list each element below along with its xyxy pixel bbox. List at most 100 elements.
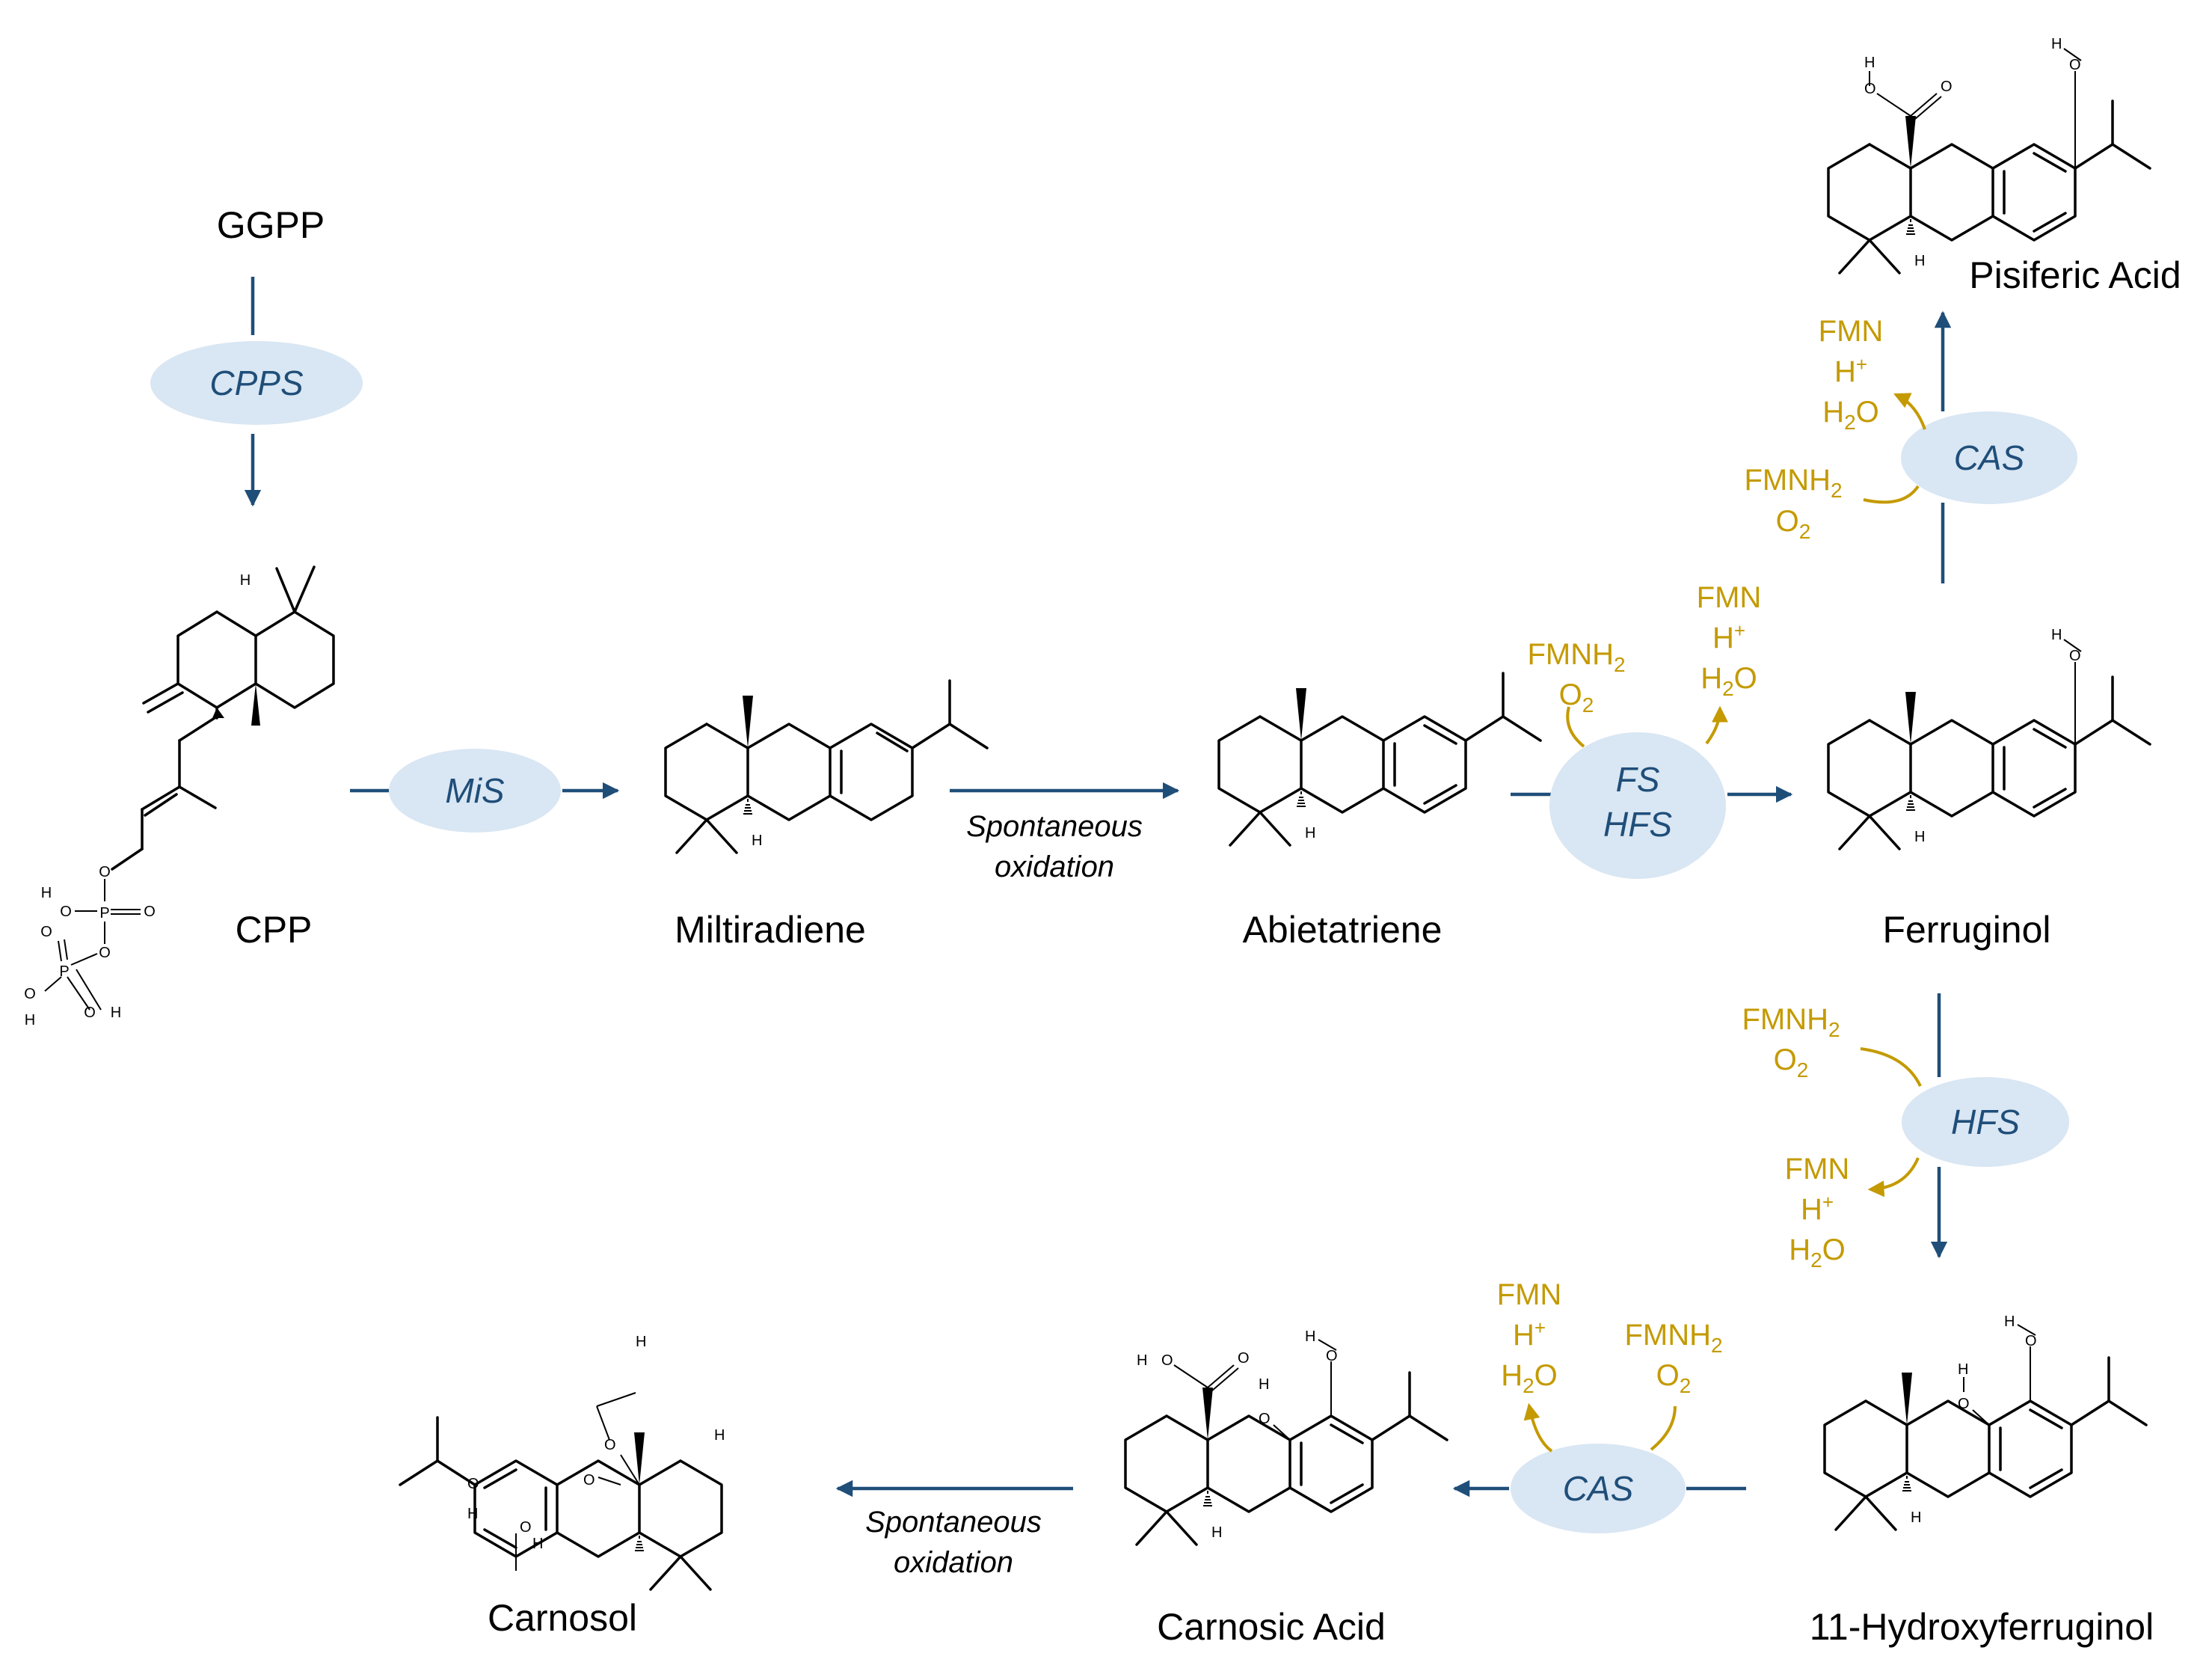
carnosic-atom-o4: O	[1259, 1411, 1271, 1427]
step-spontaneous-oxidation-1-line1: Spontaneous	[966, 810, 1143, 843]
svg-text:H2O: H2O	[1701, 662, 1757, 700]
ferruginol-atom-o: O	[2069, 648, 2081, 664]
miltiradiene-label: Miltiradiene	[675, 909, 866, 951]
cpp-atom-o6: O	[24, 986, 36, 1002]
carnosol-atom-h2: H	[532, 1536, 543, 1552]
cas-top-cofactor-out-curve	[1893, 393, 1926, 430]
cpp-atom-h1: H	[41, 885, 52, 901]
pisiferic-acid-structure: O H O O H H	[1827, 36, 2151, 275]
ferruginol-atom-h-oh: H	[2051, 627, 2062, 643]
hfs-cofactor-out-curve	[1867, 1157, 1920, 1198]
carnosol-atom-o4: O	[520, 1519, 532, 1536]
svg-text:O2: O2	[1776, 505, 1811, 543]
enzyme-cas-top-ellipse	[1901, 411, 2077, 504]
carnosol-atom-h4: H	[714, 1427, 725, 1444]
enzyme-cas-bottom-ellipse	[1511, 1444, 1686, 1533]
cas-bottom-cofactor-out: FMN H+ H2O	[1497, 1278, 1562, 1397]
cpp-atom-p1: P	[99, 905, 109, 922]
hydroxyferruginol-atom-o2: O	[1958, 1396, 1970, 1412]
fs-cofactor-out-curve	[1705, 705, 1728, 745]
cpp-atom-o3: O	[144, 904, 156, 920]
svg-text:H2O: H2O	[1822, 396, 1879, 434]
enzyme-fs-label: FS	[1616, 760, 1660, 799]
carnosic-atom-h2: H	[1305, 1328, 1315, 1345]
carnosol-atom-h3: H	[636, 1334, 646, 1350]
enzyme-cpps-ellipse	[150, 341, 363, 425]
cpp-atom-h-top: H	[240, 572, 251, 589]
svg-text:O2: O2	[1559, 678, 1594, 717]
svg-text:FMNH2: FMNH2	[1624, 1319, 1722, 1357]
svg-text:FMNH2: FMNH2	[1742, 1003, 1840, 1041]
cas-bottom-cofactor-out-curve	[1523, 1402, 1553, 1453]
svg-text:H+: H+	[1712, 619, 1745, 654]
svg-text:FMNH2: FMNH2	[1744, 464, 1842, 502]
carnosic-acid-structure: O H O O H O H H	[1124, 1328, 1448, 1546]
cpp-atom-p2: P	[59, 963, 69, 980]
carnosic-atom-o2: O	[1238, 1350, 1250, 1367]
miltiradiene-structure: H	[664, 679, 989, 854]
ferruginol-structure: O H H	[1827, 627, 2151, 850]
cas-top-cofactor-out: FMN H+ H2O	[1819, 315, 1884, 434]
step-spontaneous-oxidation-1-line2: oxidation	[995, 850, 1114, 883]
enzyme-mis-ellipse	[389, 749, 561, 833]
svg-text:H+: H+	[1834, 353, 1867, 388]
step-spontaneous-oxidation-2-line2: oxidation	[894, 1546, 1013, 1579]
enzyme-cpps-label: CPPS	[209, 364, 304, 402]
hfs-cofactor-in-curve	[1860, 1047, 1922, 1087]
cpp-atom-o1: O	[99, 864, 111, 880]
svg-text:H+: H+	[1513, 1316, 1546, 1352]
enzyme-cas-top-label: CAS	[1954, 438, 2025, 477]
hydroxyferruginol-atom-o1: O	[2025, 1333, 2037, 1349]
cas-top-cofactor-in: FMNH2 O2	[1744, 464, 1842, 543]
carnosol-atom-o1: O	[604, 1437, 616, 1453]
carnosic-atom-o1: O	[1161, 1352, 1173, 1369]
hydroxyferruginol-atom-h1: H	[2004, 1313, 2015, 1330]
enzyme-hfs-label: HFS	[1951, 1103, 2020, 1141]
fs-cofactor-in: FMNH2 O2	[1527, 638, 1625, 717]
cpp-atom-o5: O	[40, 924, 52, 940]
cpp-atom-o7: O	[84, 1005, 96, 1021]
fs-cofactor-out: FMN H+ H2O	[1697, 581, 1762, 700]
carnosol-atom-o3: O	[467, 1476, 479, 1492]
miltiradiene-atom-h: H	[752, 833, 762, 849]
carnosol-atom-o2: O	[583, 1472, 595, 1489]
abietatriene-label: Abietatriene	[1243, 909, 1443, 951]
cpp-atom-o4: O	[99, 945, 111, 961]
hfs-cofactor-in: FMNH2 O2	[1742, 1003, 1840, 1082]
pisiferic-atom-o2: O	[1941, 79, 1953, 95]
carnosol-atom-h1: H	[467, 1506, 478, 1522]
cpp-atom-h3: H	[111, 1005, 121, 1021]
enzyme-cas-bottom-label: CAS	[1563, 1469, 1634, 1508]
svg-text:O2: O2	[1774, 1043, 1809, 1082]
hydroxyferruginol-structure: O H O H H	[1823, 1313, 2148, 1531]
hydroxyferruginol-atom-h2: H	[1958, 1361, 1968, 1378]
svg-text:H2O: H2O	[1789, 1233, 1846, 1272]
pisiferic-atom-h2: H	[2051, 36, 2062, 52]
cas-top-cofactor-in-curve	[1863, 485, 1920, 504]
ggpp-label: GGPP	[217, 204, 325, 246]
svg-text:FMN: FMN	[1697, 581, 1762, 614]
pisiferic-atom-o1: O	[1864, 81, 1876, 97]
carnosic-atom-h4: H	[1211, 1524, 1222, 1541]
carnosic-acid-label: Carnosic Acid	[1157, 1606, 1386, 1648]
pisiferic-atom-o3: O	[2069, 57, 2081, 73]
svg-text:H2O: H2O	[1501, 1359, 1558, 1397]
cas-bottom-cofactor-in-curve	[1650, 1405, 1677, 1451]
enzyme-hfs-combined-label: HFS	[1603, 805, 1672, 844]
svg-text:FMN: FMN	[1497, 1278, 1562, 1311]
cpp-structure: H O P O H O O P O O H O H	[24, 565, 335, 1028]
cpp-label: CPP	[236, 909, 313, 951]
fs-cofactor-in-curve	[1566, 706, 1585, 748]
hydroxyferruginol-label: 11-Hydroxyferruginol	[1810, 1606, 2154, 1648]
pisiferic-atom-h1: H	[1864, 55, 1875, 71]
abietatriene-atom-h: H	[1305, 825, 1315, 841]
carnosol-label: Carnosol	[488, 1597, 637, 1639]
enzyme-hfs-ellipse	[1902, 1077, 2069, 1167]
pisiferic-acid-label: Pisiferic Acid	[1969, 254, 2181, 296]
enzyme-fs-hfs-ellipse	[1549, 732, 1726, 879]
step-spontaneous-oxidation-2-line1: Spontaneous	[865, 1506, 1042, 1539]
cpp-atom-h2: H	[25, 1012, 35, 1028]
svg-text:FMN: FMN	[1819, 315, 1884, 348]
svg-text:H+: H+	[1801, 1191, 1834, 1226]
